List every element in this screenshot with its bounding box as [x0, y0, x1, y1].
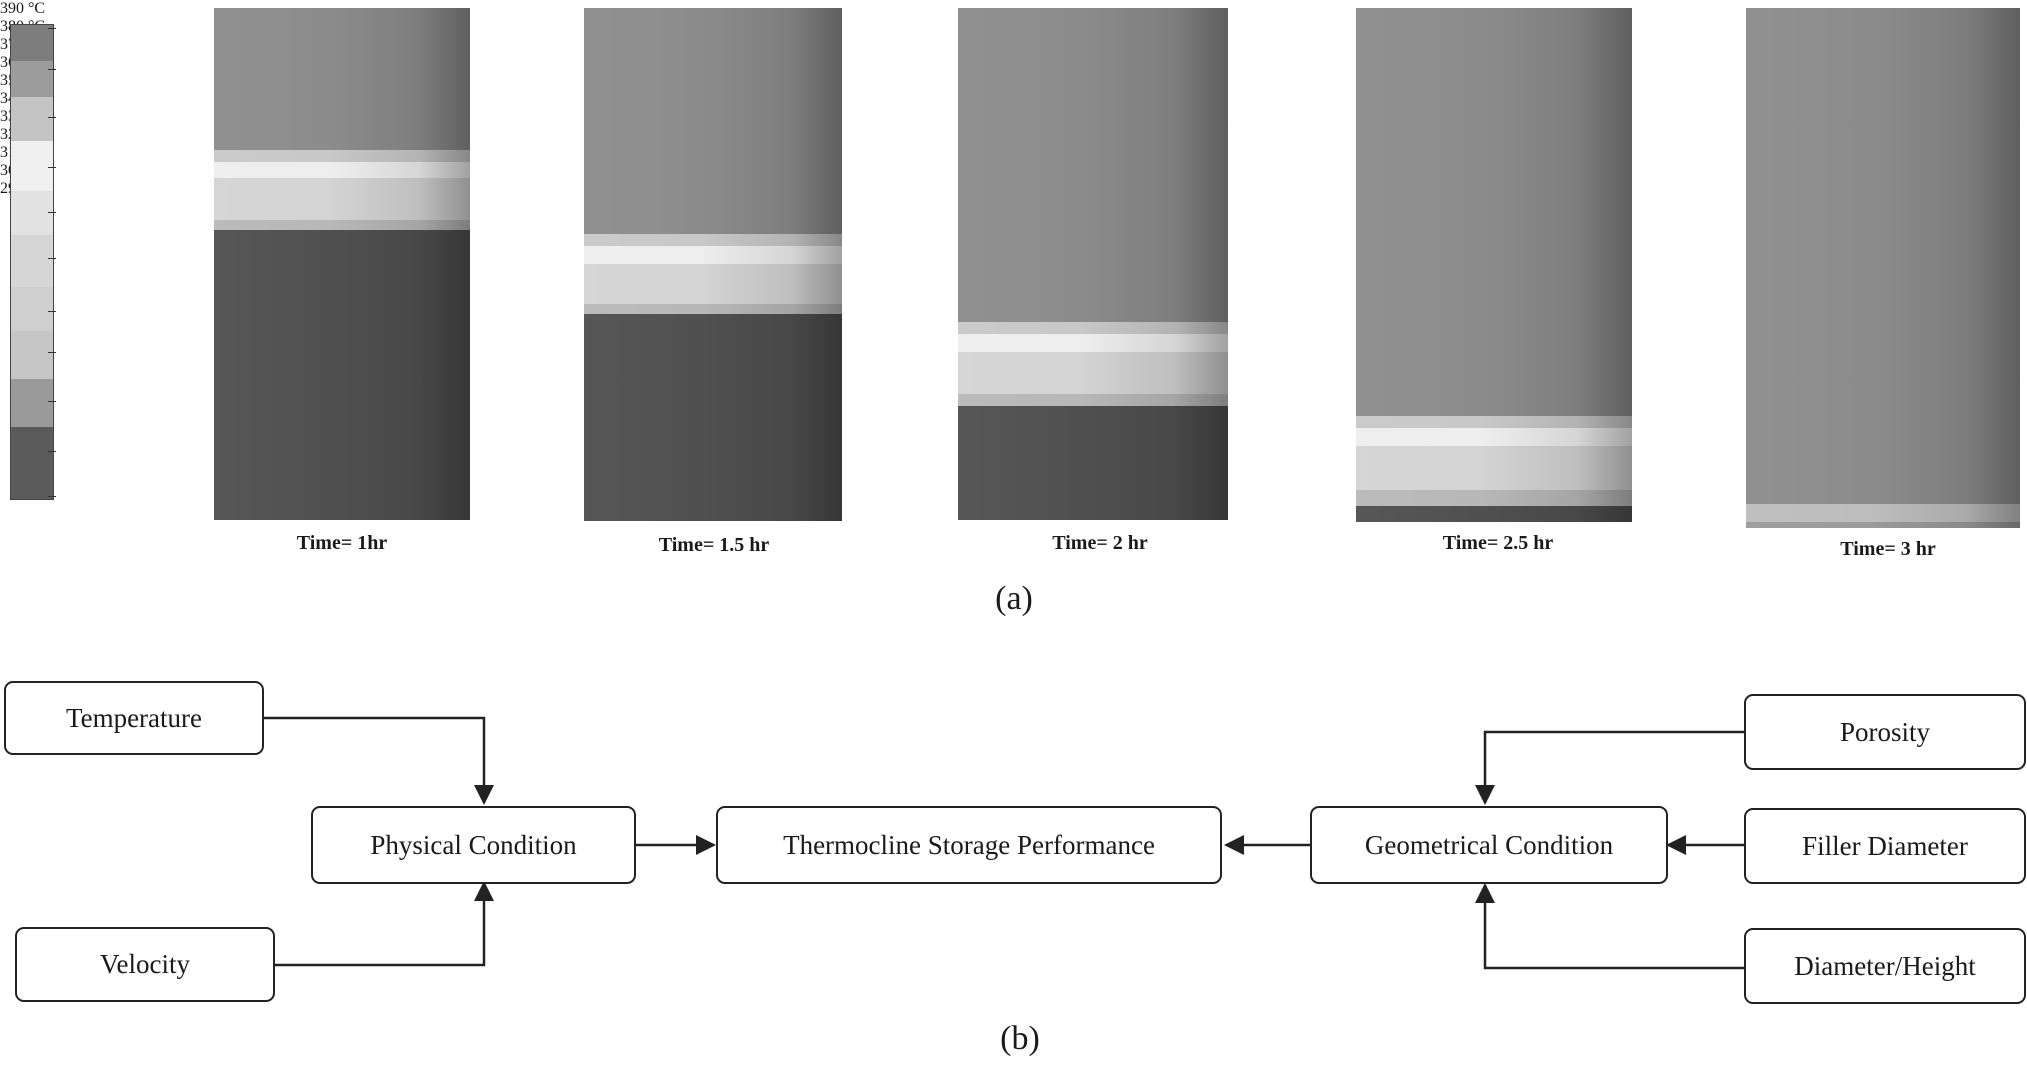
- thermocline-front: [214, 162, 470, 178]
- thermocline-front: [958, 322, 1228, 334]
- thermocline-front: [1356, 428, 1632, 446]
- colorbar-tick: [48, 167, 56, 168]
- arrow-temperature-to-physical: [264, 716, 494, 805]
- colorbar-band: [11, 427, 53, 499]
- thermocline-column-1-5hr: [584, 8, 842, 521]
- hot-region: [1746, 8, 2020, 504]
- thermocline-column-3hr: [1746, 8, 2020, 528]
- thermocline-front: [958, 334, 1228, 352]
- colorbar-tick: [48, 117, 56, 118]
- thermocline-front: [1356, 446, 1632, 490]
- arrow-velocity-to-physical: [275, 881, 494, 967]
- colorbar-band: [11, 25, 53, 61]
- column-shading: [214, 8, 470, 520]
- column-label-2hr: Time= 2 hr: [1052, 532, 1148, 554]
- thermocline-front: [1356, 416, 1632, 428]
- colorbar-tick: [48, 69, 56, 70]
- thermocline-front: [584, 234, 842, 246]
- colorbar-tick: [48, 258, 56, 259]
- colorbar-tick: [48, 451, 56, 452]
- cold-region: [958, 406, 1228, 520]
- diameter-height-box: Diameter/Height: [1744, 928, 2026, 1004]
- arrow-diameter-height-to-geometrical: [1475, 883, 1744, 970]
- thermocline-column-1hr: [214, 8, 470, 520]
- part-label-a: (a): [995, 580, 1033, 617]
- colorbar-tick: [48, 212, 56, 213]
- thermocline-front: [958, 394, 1228, 406]
- column-label-1-5hr: Time= 1.5 hr: [658, 534, 770, 556]
- thermocline-front: [1746, 504, 2020, 522]
- colorbar-band: [11, 287, 53, 331]
- column-shading: [1746, 8, 2020, 528]
- thermocline-front: [1746, 522, 2020, 528]
- thermocline-column-2hr: [958, 8, 1228, 520]
- colorbar-band: [11, 97, 53, 141]
- thermocline-front: [214, 150, 470, 162]
- arrow-porosity-to-geometrical: [1475, 730, 1744, 805]
- hot-region: [214, 8, 470, 150]
- colorbar-tick: [48, 352, 56, 353]
- column-label-3hr: Time= 3 hr: [1840, 538, 1936, 560]
- geometrical-condition-box: Geometrical Condition: [1310, 806, 1668, 884]
- thermocline-front: [1356, 490, 1632, 506]
- thermocline-storage-performance-box: Thermocline Storage Performance: [716, 806, 1222, 884]
- colorbar-band: [11, 235, 53, 287]
- column-shading: [958, 8, 1228, 520]
- thermocline-front: [214, 220, 470, 230]
- temperature-colorbar: [10, 24, 54, 500]
- colorbar-tick-label: 390 °C: [0, 0, 46, 17]
- column-label-2-5hr: Time= 2.5 hr: [1442, 532, 1554, 554]
- hot-region: [1356, 8, 1632, 416]
- colorbar-band: [11, 61, 53, 97]
- colorbar-band: [11, 141, 53, 191]
- colorbar-tick: [48, 401, 56, 402]
- thermocline-front: [958, 352, 1228, 394]
- thermocline-front: [584, 264, 842, 304]
- velocity-box: Velocity: [15, 927, 275, 1002]
- colorbar-tick: [48, 496, 56, 497]
- physical-condition-box: Physical Condition: [311, 806, 636, 884]
- cold-region: [1356, 506, 1632, 522]
- thermocline-front: [584, 304, 842, 314]
- thermocline-front: [214, 178, 470, 220]
- colorbar-band: [11, 331, 53, 379]
- colorbar-band: [11, 379, 53, 427]
- hot-region: [958, 8, 1228, 322]
- column-label-1hr: Time= 1hr: [296, 532, 388, 554]
- colorbar-tick: [48, 28, 56, 29]
- column-shading: [1356, 8, 1632, 522]
- part-label-b: (b): [1000, 1020, 1040, 1057]
- porosity-box: Porosity: [1744, 694, 2026, 770]
- hot-region: [584, 8, 842, 234]
- cold-region: [214, 230, 470, 520]
- thermocline-front: [584, 246, 842, 264]
- column-shading: [584, 8, 842, 521]
- colorbar-tick: [48, 311, 56, 312]
- colorbar-band: [11, 191, 53, 235]
- filler-diameter-box: Filler Diameter: [1744, 808, 2026, 884]
- temperature-box: Temperature: [4, 681, 264, 755]
- thermocline-column-2-5hr: [1356, 8, 1632, 522]
- cold-region: [584, 314, 842, 521]
